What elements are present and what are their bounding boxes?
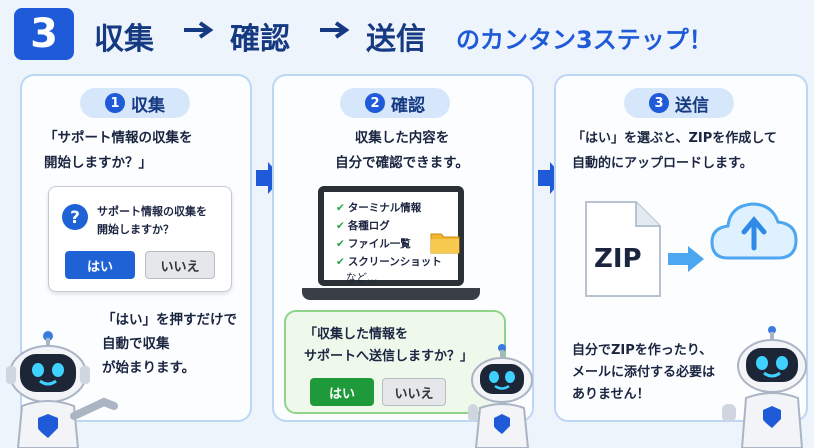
checklist-item: ✔スクリーンショット	[336, 254, 442, 269]
dialog-line: サポート情報の収集を	[97, 205, 207, 218]
step-label: 送信	[675, 95, 709, 116]
zip-file-icon	[585, 201, 661, 297]
step-number: 3	[649, 93, 669, 113]
right-arrow-icon	[320, 21, 350, 39]
intro-line: 「はい」を選ぶと、ZIPを作成して	[572, 131, 777, 146]
send-note: 自分でZIPを作ったり、 メールに添付する必要は ありません！	[572, 340, 715, 406]
next-step-arrow-icon	[256, 162, 282, 194]
yes-button[interactable]: はい	[310, 378, 374, 406]
step-pill-collect: 1 収集	[80, 88, 190, 118]
collect-note: 「はい」を押すだけで 自動で収集 が始まります。	[102, 308, 237, 380]
right-arrow-icon	[184, 21, 214, 39]
laptop-screen: ✔ターミナル情報 ✔各種ログ ✔ファイル一覧 ✔スクリーンショット など…	[318, 186, 464, 286]
question-line: 開始しますか？」	[44, 155, 152, 171]
send-intro: 「はい」を選ぶと、ZIPを作成して 自動的にアップロードします。	[572, 126, 777, 176]
svg-text:?: ?	[70, 208, 80, 228]
step-label: 確認	[391, 95, 425, 116]
robot-mascot-icon	[722, 326, 807, 448]
zip-label: ZIP	[594, 244, 642, 274]
title-send: 送信	[366, 22, 426, 57]
dialog-line: 開始しますか？	[97, 223, 174, 236]
step-number-badge: 3	[14, 8, 74, 60]
bubble-message: 「収集した情報を サポートへ送信しますか？」	[304, 324, 473, 368]
question-icon: ?	[62, 204, 88, 230]
send-confirm-bubble: 「収集した情報を サポートへ送信しますか？」 はい いいえ	[284, 310, 506, 414]
robot-mascot-icon	[6, 331, 118, 448]
title-collect: 収集	[94, 22, 154, 57]
note-line: 自分でZIPを作ったり、	[572, 343, 713, 358]
cloud-upload-icon	[710, 202, 798, 260]
checklist-label: 各種ログ	[347, 220, 390, 232]
confirm-intro: 収集した内容を 自分で確認できます。	[304, 126, 500, 176]
bubble-line: サポートへ送信しますか？」	[304, 349, 474, 364]
laptop-base	[302, 288, 480, 300]
note-line: ありません！	[572, 387, 650, 402]
note-line: 「はい」を押すだけで	[102, 312, 237, 328]
step-number: 2	[365, 93, 385, 113]
check-icon: ✔	[336, 238, 345, 250]
intro-line: 自分で確認できます。	[335, 155, 469, 171]
dialog-message: サポート情報の収集を 開始しますか？	[97, 203, 207, 239]
title-confirm: 確認	[230, 22, 290, 57]
checklist-label: スクリーンショット	[347, 256, 442, 268]
header: 3 収集 確認 送信 のカンタン3ステップ！	[0, 0, 814, 72]
checklist-item: ✔ファイル一覧	[336, 236, 411, 251]
step-pill-confirm: 2 確認	[340, 88, 450, 118]
note-line: が始まります。	[102, 360, 196, 376]
upload-arrow-icon	[668, 246, 704, 272]
step-number: 1	[105, 93, 125, 113]
intro-line: 収集した内容を	[354, 130, 450, 146]
checklist-label: ファイル一覧	[347, 238, 411, 250]
check-icon: ✔	[336, 256, 345, 268]
folder-icon	[430, 233, 460, 254]
bubble-line: 「収集した情報を	[304, 327, 409, 342]
collect-dialog: ? サポート情報の収集を 開始しますか？ はい いいえ	[48, 186, 232, 292]
check-icon: ✔	[336, 220, 345, 232]
next-step-arrow-icon	[538, 162, 564, 194]
checklist-more: など…	[346, 272, 378, 284]
yes-button[interactable]: はい	[65, 251, 135, 279]
check-icon: ✔	[336, 202, 345, 214]
collect-question: 「サポート情報の収集を 開始しますか？」	[44, 126, 193, 176]
robot-mascot-icon	[468, 344, 533, 448]
step-label: 収集	[131, 95, 165, 116]
no-button[interactable]: いいえ	[145, 251, 215, 279]
note-line: メールに添付する必要は	[572, 365, 716, 380]
note-line: 自動で収集	[102, 336, 170, 352]
checklist-item: ✔各種ログ	[336, 218, 390, 233]
step-pill-send: 3 送信	[624, 88, 734, 118]
no-button[interactable]: いいえ	[382, 378, 446, 406]
title-suffix: のカンタン3ステップ！	[456, 26, 713, 54]
intro-line: 自動的にアップロードします。	[572, 156, 753, 171]
checklist-item: ✔ターミナル情報	[336, 200, 421, 215]
question-line: 「サポート情報の収集を	[44, 130, 193, 146]
checklist-label: ターミナル情報	[347, 202, 422, 214]
